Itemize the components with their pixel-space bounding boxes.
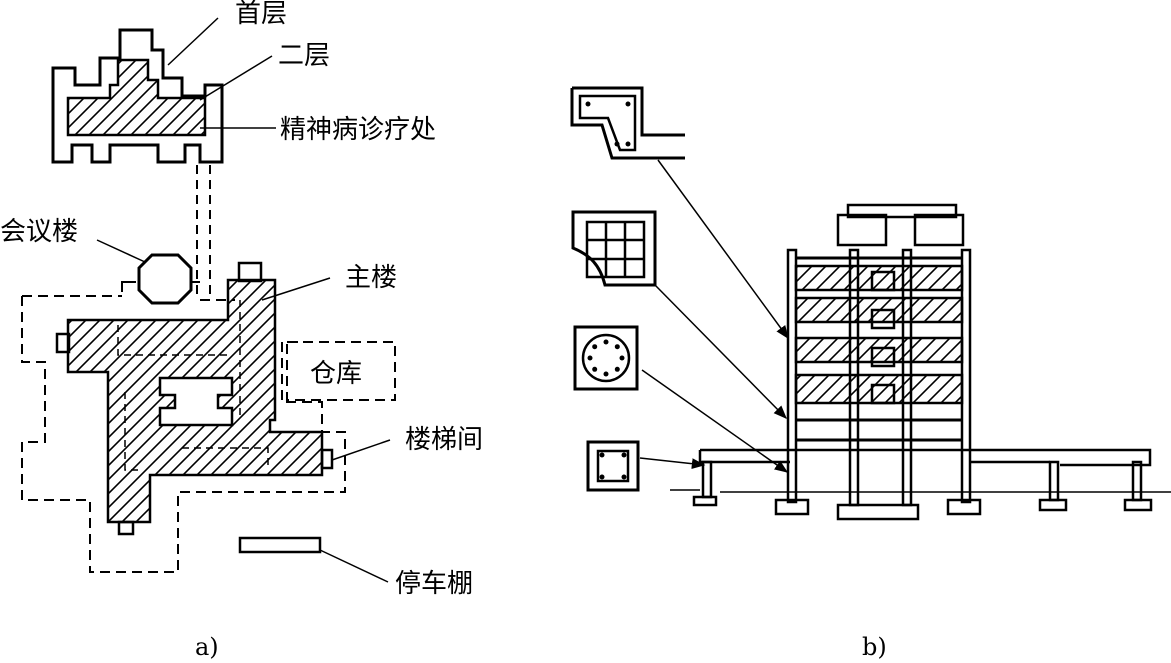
label-main-building: 主楼 xyxy=(345,263,397,293)
elevation-b: b) xyxy=(570,86,1171,661)
column-section-round xyxy=(573,325,639,391)
rebar-dot xyxy=(614,366,620,372)
rebar-dot xyxy=(587,355,593,361)
caption-a: a) xyxy=(195,633,219,661)
label-psychiatric-clinic: 精神病诊疗处 xyxy=(280,115,436,145)
rebar-dot xyxy=(619,355,625,361)
label-warehouse: 仓库 xyxy=(310,359,362,389)
rebar-dot xyxy=(614,344,620,350)
label-conference-building: 会议楼 xyxy=(0,217,78,247)
floor-band-3 xyxy=(794,336,964,364)
conference-building-octagon xyxy=(137,253,193,305)
clinic-first-floor-outline xyxy=(51,28,224,164)
rebar-dot xyxy=(603,339,609,345)
rebar-dot xyxy=(592,344,598,350)
rebar-dot xyxy=(603,371,609,377)
label-first-floor: 首层 xyxy=(235,0,287,29)
floor-band-4 xyxy=(794,373,964,405)
caption-b: b) xyxy=(862,633,887,661)
clinic-second-floor xyxy=(66,58,207,137)
parking-shed xyxy=(238,536,322,554)
column-section-l-shape xyxy=(570,86,685,160)
label-stairwell: 楼梯间 xyxy=(405,425,483,455)
floor-band-1 xyxy=(794,264,964,292)
building-frame xyxy=(670,203,1171,521)
site-boundary-dashed xyxy=(21,295,346,573)
label-parking-shed: 停车棚 xyxy=(395,569,473,599)
column-section-square xyxy=(586,440,640,492)
site-plan-a: 首层 二层 精神病诊疗处 会议楼 主楼 仓库 楼梯间 停车棚 a) xyxy=(0,0,483,661)
label-second-floor: 二层 xyxy=(278,41,330,71)
rebar-dot xyxy=(592,366,598,372)
column-section-grid xyxy=(571,210,657,287)
warehouse-dashed xyxy=(286,341,396,401)
